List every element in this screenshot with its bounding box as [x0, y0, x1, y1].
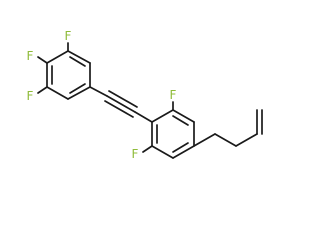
bond [172, 109, 195, 123]
bond [172, 145, 195, 159]
molecule-diagram: F F F F F [27, 29, 263, 161]
butenyl-chain [193, 109, 263, 147]
double-bond-inner [69, 83, 86, 94]
fluorine-label: F [27, 89, 34, 103]
right-benzene-ring [151, 109, 195, 159]
bond [89, 86, 108, 97]
double-bond-inner [172, 142, 189, 153]
left-benzene-ring [46, 50, 91, 100]
bond [214, 133, 237, 147]
structure-svg: F F F F F [27, 29, 263, 161]
alkyne-triple-bond [89, 86, 153, 123]
triple-bond-center [106, 95, 136, 113]
fluorine-label: F [170, 88, 177, 102]
bond [46, 86, 69, 100]
fluorine-label: F [27, 49, 34, 63]
bond [134, 111, 153, 123]
bond [151, 109, 174, 123]
double-bond-inner [172, 115, 189, 126]
bond-to-fluorine [37, 56, 48, 64]
bond-to-fluorine [142, 145, 153, 153]
triple-bond-lower [104, 100, 134, 118]
bond-to-fluorine [37, 86, 48, 94]
triple-bond-upper [108, 90, 138, 108]
bond [67, 86, 91, 100]
double-bond-inner [69, 56, 86, 67]
bond [46, 50, 69, 64]
bond [193, 133, 216, 147]
bond [151, 145, 174, 159]
fluorine-label: F [132, 147, 139, 161]
bond [235, 133, 258, 147]
bond [67, 50, 91, 64]
fluorine-label: F [65, 29, 72, 43]
